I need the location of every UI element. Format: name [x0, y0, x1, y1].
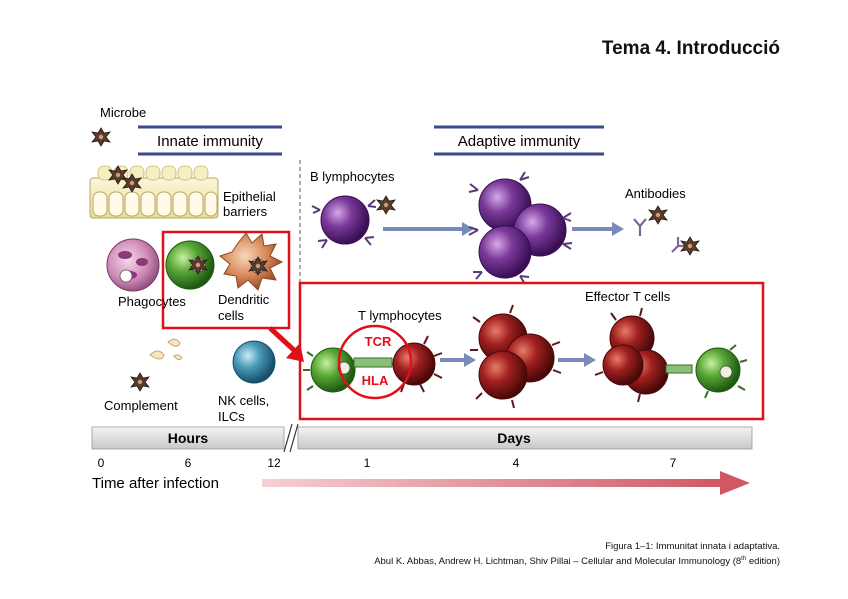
page-title: Tema 4. Introducció: [601, 38, 780, 59]
b-activation-arrowhead: [462, 222, 474, 236]
time-arrow-shaft: [262, 479, 722, 487]
time-arrow-head: [720, 471, 750, 495]
t-expansion-arrowhead: [464, 353, 476, 367]
caption-line-1: Figura 1–1: Immunitat innata i adaptativ…: [605, 541, 780, 552]
antibody-icon: [633, 218, 687, 253]
time-tick: 4: [513, 456, 520, 470]
tcr-hla-circle: [337, 324, 413, 400]
hla-label: HLA: [362, 373, 389, 388]
naive-t-cell: [392, 335, 443, 393]
time-tick: 0: [98, 456, 105, 470]
antibody-secretion-arrowhead: [612, 222, 624, 236]
effector-arrowhead: [584, 353, 596, 367]
epithelial-label-2: barriers: [223, 204, 268, 219]
macrophage-cell: [165, 240, 215, 290]
effector-label: Effector T cells: [585, 289, 671, 304]
dendritic-label-2: cells: [218, 308, 245, 323]
time-tick: 1: [364, 456, 371, 470]
nk-label-1: NK cells,: [218, 393, 269, 408]
adaptive-title: Adaptive immunity: [458, 133, 581, 150]
target-cell: [695, 344, 748, 399]
plasma-cell-cluster: [468, 171, 573, 285]
hours-label: Hours: [168, 430, 209, 446]
expanded-t-cell-cluster: [470, 304, 562, 409]
b-lymphocyte-cell: [311, 195, 377, 249]
nk-cell: [232, 340, 276, 384]
caption-line-2: Abul K. Abbas, Andrew H. Lichtman, Shiv …: [374, 556, 780, 568]
complement-label: Complement: [104, 398, 178, 413]
neutrophil-cell: [106, 238, 160, 292]
microbe-icon: [648, 205, 668, 225]
dendritic-label-1: Dendritic: [218, 292, 270, 307]
effector-t-cell-cluster: [594, 307, 669, 403]
innate-title: Innate immunity: [157, 133, 263, 150]
epithelial-barrier: [89, 165, 219, 219]
b-lymph-label: B lymphocytes: [310, 169, 395, 184]
effector-synapse: [665, 364, 693, 374]
hours-bar: [91, 426, 285, 450]
microbe-label: Microbe: [100, 105, 146, 120]
microbe-icon: [376, 195, 396, 215]
t-lymph-label: T lymphocytes: [358, 308, 442, 323]
time-tick: 7: [670, 456, 677, 470]
epithelial-label-1: Epithelial: [223, 189, 276, 204]
phagocytes-label: Phagocytes: [118, 294, 186, 309]
figure-caption: Figura 1–1: Immunitat innata i adaptativ…: [374, 540, 780, 568]
tcr-label: TCR: [365, 334, 392, 349]
axis-break-mark: [289, 423, 299, 453]
innate-highlight-box: [161, 230, 291, 330]
microbe-icon: [91, 127, 111, 147]
dendritic-to-t-arrow: [268, 326, 298, 354]
time-axis-label: Time after infection: [92, 475, 219, 492]
dendritic-to-t-arrowhead: [286, 343, 304, 362]
time-tick: 6: [185, 456, 192, 470]
microbe-icon: [130, 372, 150, 392]
days-bar: [297, 426, 753, 450]
time-tick: 12: [267, 456, 281, 470]
antibodies-label: Antibodies: [625, 186, 686, 201]
tcr-hla-synapse: [353, 357, 393, 368]
days-label: Days: [497, 430, 531, 446]
complement-fragments: [149, 338, 183, 361]
nk-label-2: ILCs: [218, 409, 245, 424]
axis-break-mark: [283, 423, 293, 453]
